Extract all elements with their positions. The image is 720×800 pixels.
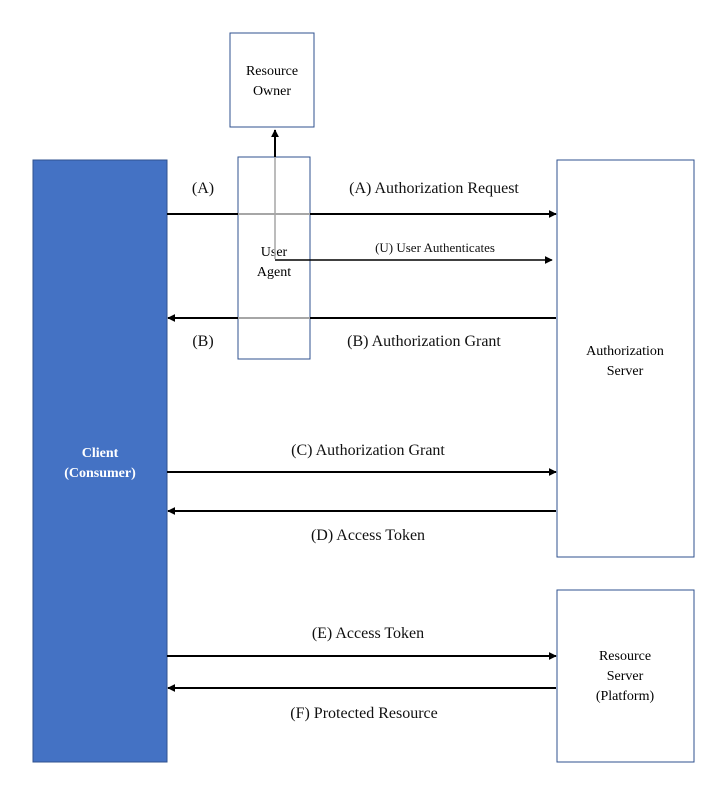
label-a-right: (A) Authorization Request [349,180,519,197]
resource-server-box: Resource Server (Platform) [556,589,695,763]
authorization-server-box: Authorization Server [556,159,695,558]
resource-owner-box: Resource Owner [229,32,315,128]
label-d: (D) Access Token [311,527,425,544]
authorization-server-label-line1: Authorization [586,344,664,359]
resource-owner-label-line1: Resource [246,64,298,79]
label-u: (U) User Authenticates [375,240,495,255]
label-b-left: (B) [192,333,213,350]
user-agent-label-line1: User [261,245,288,260]
label-f: (F) Protected Resource [290,705,438,722]
resource-server-label-line2: Server [607,669,644,684]
label-c: (C) Authorization Grant [291,442,445,459]
client-label-line2: (Consumer) [64,466,136,481]
resource-owner-label-line2: Owner [253,84,291,99]
label-a-left: (A) [192,180,214,197]
resource-server-label-line1: Resource [599,649,651,664]
authorization-server-label-line2: Server [607,364,644,379]
user-agent-label-line2: Agent [257,265,291,280]
label-e: (E) Access Token [312,625,424,642]
client-box: Client (Consumer) [32,159,168,763]
user-agent-box: User Agent [237,156,311,360]
client-label-line1: Client [82,446,119,461]
resource-server-label-line3: (Platform) [596,689,655,704]
label-b-right: (B) Authorization Grant [347,333,501,350]
